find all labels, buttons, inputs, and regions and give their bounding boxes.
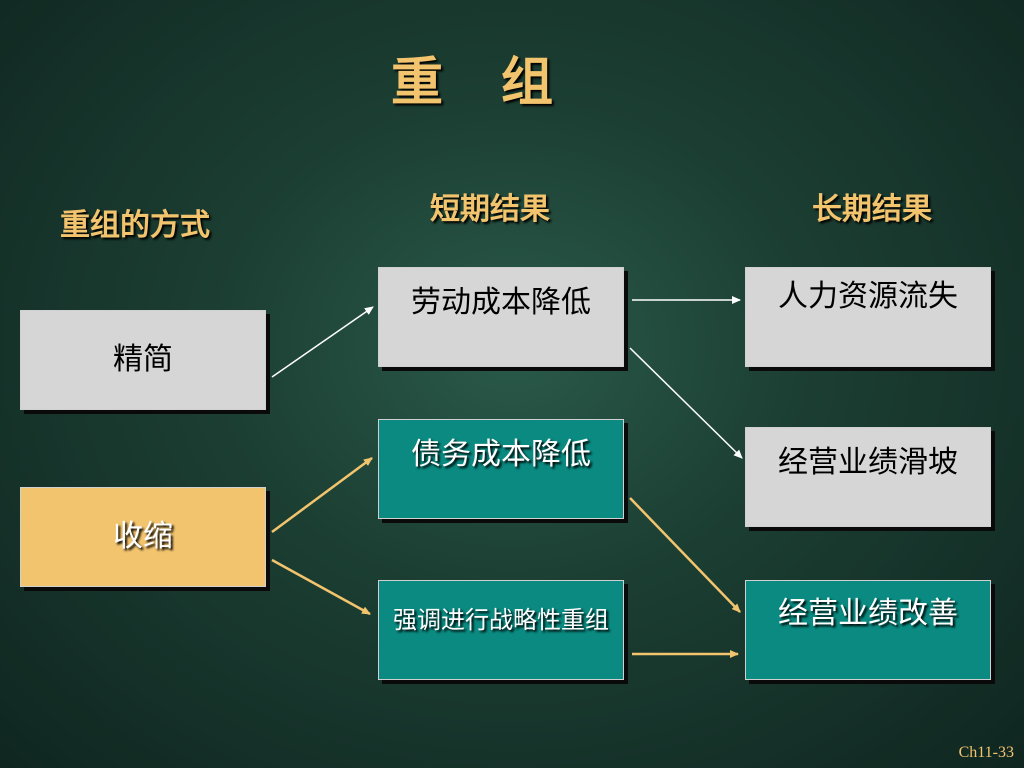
arrow-debt-cost-to-perf-improve (629, 497, 741, 613)
column-header-long-term: 长期结果 (812, 192, 932, 227)
arrow-retrenchment-to-debt-cost (271, 456, 373, 534)
short-result-debt-cost-box: 债务成本降低 (378, 419, 624, 519)
method-downsizing-box: 精简 (20, 310, 266, 410)
long-result-perf-decline-box: 经营业绩滑坡 (745, 427, 991, 527)
short-result-labor-cost-label: 劳动成本降低 (411, 285, 591, 320)
method-downsizing-label: 精简 (113, 342, 173, 377)
page-number: Ch11-33 (958, 744, 1014, 761)
long-result-hr-loss-box: 人力资源流失 (745, 267, 991, 367)
slide-title: 重 组 (390, 52, 554, 113)
short-result-strategic-box: 强调进行战略性重组 (378, 580, 624, 680)
long-result-perf-improve-box: 经营业绩改善 (745, 580, 991, 680)
arrow-labor-cost-to-perf-decline (629, 347, 743, 459)
method-retrenchment-box: 收缩 (20, 487, 266, 587)
long-result-hr-loss-label: 人力资源流失 (778, 279, 958, 314)
short-result-strategic-label: 强调进行战略性重组 (393, 606, 609, 634)
arrow-retrenchment-to-strategic (271, 558, 371, 616)
arrow-downsizing-to-labor-cost (271, 306, 374, 378)
short-result-labor-cost-box: 劳动成本降低 (378, 267, 624, 367)
column-header-short-term: 短期结果 (430, 192, 550, 227)
long-result-perf-improve-label: 经营业绩改善 (778, 596, 958, 631)
short-result-debt-cost-label: 债务成本降低 (411, 437, 591, 472)
method-retrenchment-label: 收缩 (113, 519, 173, 554)
long-result-perf-decline-label: 经营业绩滑坡 (778, 445, 958, 480)
column-header-method: 重组的方式 (60, 208, 210, 243)
